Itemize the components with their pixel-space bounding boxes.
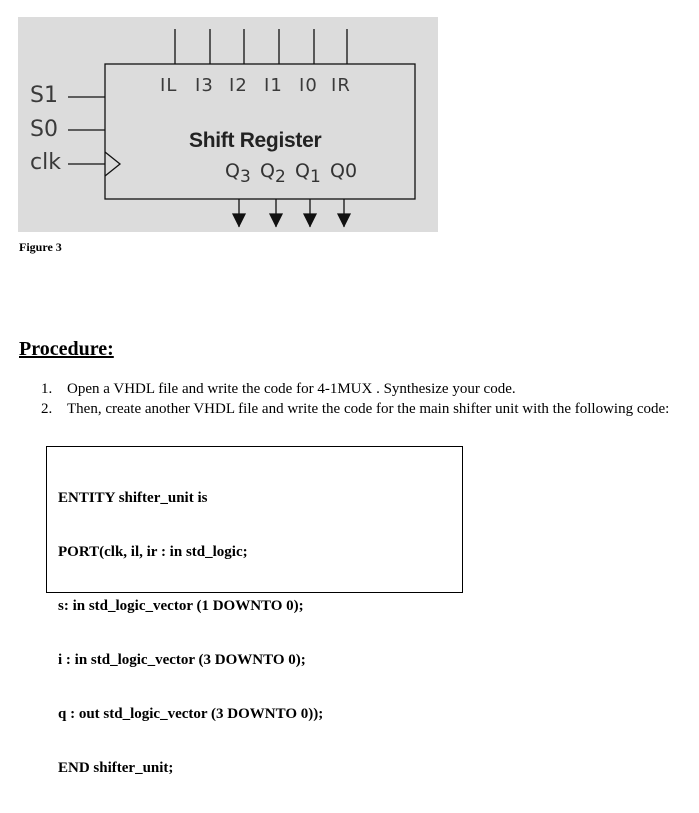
step-text: Then, create another VHDL file and write…	[67, 401, 670, 417]
output-label-q0: Q0	[330, 160, 358, 182]
code-line: PORT(clk, il, ir : in std_logic;	[58, 544, 248, 560]
input-label-i0: I0	[299, 75, 318, 96]
step-number: 1.	[41, 381, 53, 397]
input-label-il: IL	[160, 75, 178, 96]
control-label-s1: S1	[30, 83, 58, 108]
code-line: END shifter_unit;	[58, 760, 174, 776]
code-line: s: in std_logic_vector (1 DOWNTO 0);	[58, 598, 304, 614]
input-label-i3: I3	[195, 75, 214, 96]
block-title: Shift Register	[189, 129, 322, 152]
figure-caption: Figure 3	[19, 240, 62, 254]
input-pins	[174, 29, 348, 64]
input-label-ir: IR	[331, 75, 351, 96]
shift-register-figure: S1 S0 clk IL I3 I2 I1 I0 IR Shift Regist…	[18, 17, 438, 232]
code-line: i : in std_logic_vector (3 DOWNTO 0);	[58, 652, 306, 668]
register-block	[104, 63, 416, 200]
input-label-i2: I2	[229, 75, 248, 96]
code-box: ENTITY shifter_unit is PORT(clk, il, ir …	[46, 446, 463, 776]
control-label-clk: clk	[30, 150, 61, 175]
code-line: q : out std_logic_vector (3 DOWNTO 0));	[58, 706, 324, 722]
shift-register-diagram	[68, 29, 416, 228]
document-page: S1 S0 clk IL I3 I2 I1 I0 IR Shift Regist…	[18, 17, 689, 776]
input-label-i1: I1	[264, 75, 283, 96]
clock-triangle	[104, 151, 122, 177]
output-pins	[231, 199, 352, 228]
code-block: ENTITY shifter_unit is PORT(clk, il, ir …	[58, 453, 323, 813]
output-label-q2: Q2	[260, 160, 286, 187]
code-line: ENTITY shifter_unit is	[58, 490, 208, 506]
output-label-q3: Q3	[225, 160, 251, 187]
step-number: 2.	[41, 401, 53, 417]
step-text: Open a VHDL file and write the code for …	[67, 381, 516, 397]
procedure-steps: 1. Open a VHDL file and write the code f…	[19, 380, 689, 420]
procedure-step: 2. Then, create another VHDL file and wr…	[19, 400, 689, 418]
output-label-q1: Q1	[295, 160, 321, 187]
control-pins	[68, 96, 105, 165]
procedure-step: 1. Open a VHDL file and write the code f…	[19, 380, 689, 398]
control-label-s0: S0	[30, 117, 58, 142]
procedure-heading: Procedure:	[19, 338, 114, 360]
